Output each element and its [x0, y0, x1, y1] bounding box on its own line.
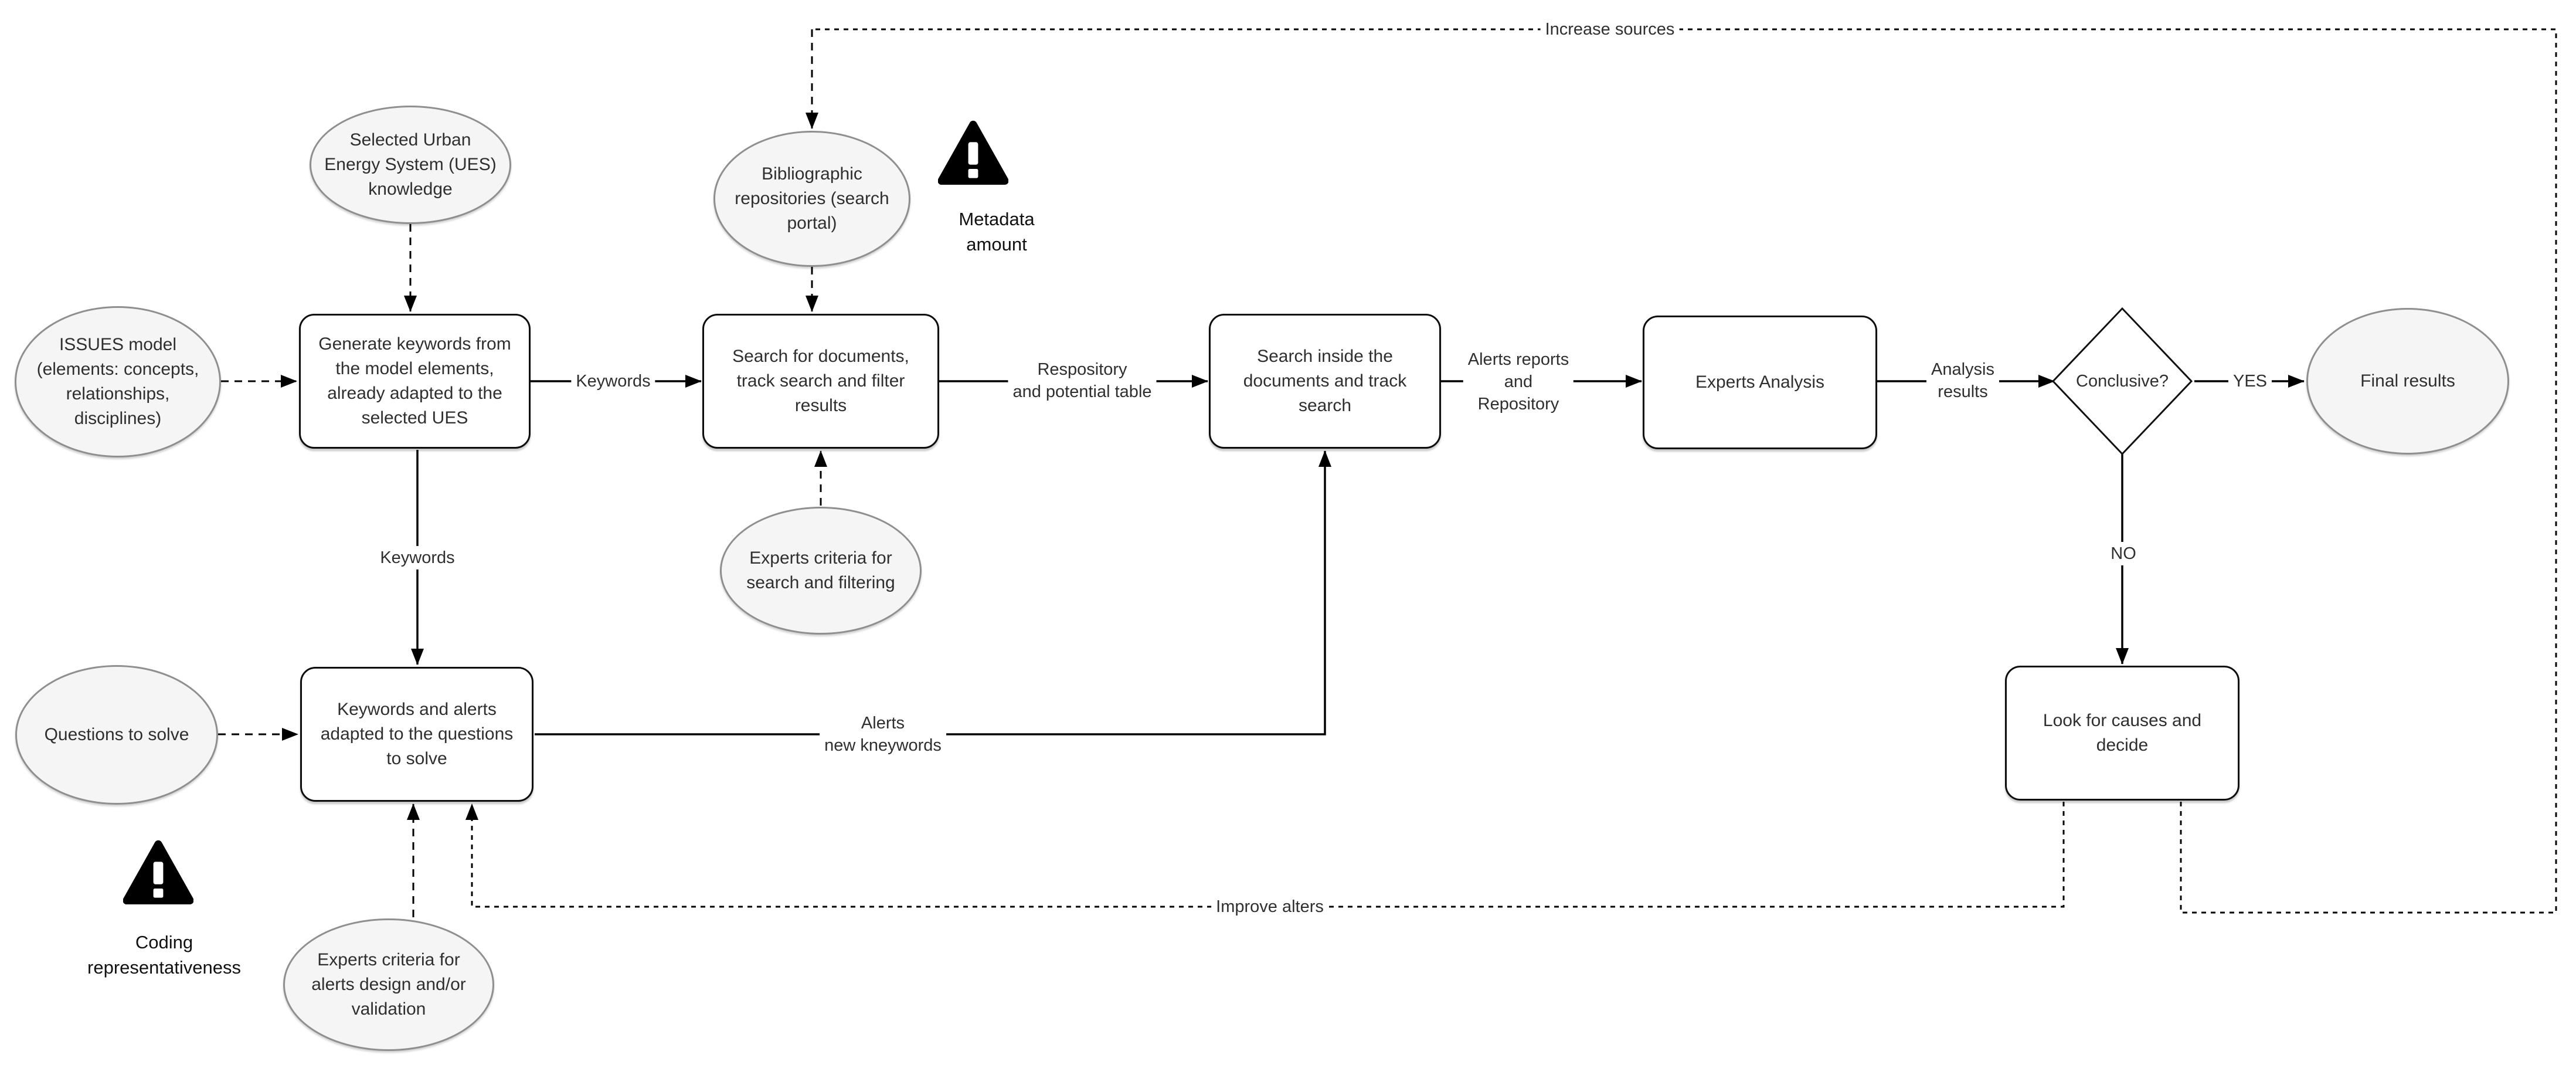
node-selected-ues-label: Selected Urban Energy System (UES) knowl… — [324, 130, 497, 199]
node-issues-model: ISSUES model (elements: concepts, relati… — [15, 306, 221, 457]
node-generate-keywords-label: Generate keywords from the model element… — [318, 334, 511, 428]
node-experts-criteria-search: Experts criteria for search and filterin… — [720, 507, 922, 635]
node-experts-analysis: Experts Analysis — [1643, 316, 1877, 449]
node-issues-model-label: ISSUES model (elements: concepts, relati… — [36, 335, 199, 428]
node-experts-analysis-label: Experts Analysis — [1695, 372, 1825, 392]
node-search-inside-label: Search inside the documents and track se… — [1243, 347, 1407, 415]
edge-keywords-alerts-to-search-inside — [535, 450, 1331, 735]
node-keywords-alerts: Keywords and alerts adapted to the quest… — [300, 667, 533, 802]
edge-label-keywords-horizontal: Keywords — [571, 369, 655, 393]
coding-warning-label: Coding representativeness — [87, 932, 241, 978]
node-search-inside: Search inside the documents and track se… — [1209, 314, 1441, 449]
edge-label-analysis-results: Analysis results — [1926, 358, 1999, 404]
edge-improve-alters-loop — [465, 802, 2065, 908]
edge-label-respository: Respository and potential table — [1008, 358, 1157, 404]
node-generate-keywords: Generate keywords from the model element… — [299, 314, 531, 449]
node-bibliographic: Bibliographic repositories (search porta… — [713, 131, 910, 267]
node-questions: Questions to solve — [15, 665, 218, 805]
metadata-warning-icon — [938, 120, 1008, 185]
edge-label-improve-alters: Improve alters — [1211, 895, 1328, 918]
edge-label-increase-sources: Increase sources — [1540, 18, 1680, 41]
coding-warning-icon — [123, 840, 193, 904]
edge-label-alerts-new-keywords: Alerts new kneywords — [820, 711, 946, 757]
node-selected-ues: Selected Urban Energy System (UES) knowl… — [310, 106, 511, 224]
node-look-for-causes-label: Look for causes and decide — [2043, 711, 2202, 755]
edge-label-alerts-reports: Alerts reports and Repository — [1463, 348, 1574, 416]
node-experts-criteria-search-label: Experts criteria for search and filterin… — [746, 548, 895, 592]
node-bibliographic-label: Bibliographic repositories (search porta… — [735, 164, 889, 233]
conclusive-diamond-shape — [2051, 307, 2193, 456]
edge-label-no: NO — [2106, 542, 2141, 565]
node-experts-criteria-alerts-label: Experts criteria for alerts design and/o… — [311, 950, 466, 1019]
node-conclusive-label: Conclusive? — [2076, 372, 2169, 391]
node-final-results-label: Final results — [2360, 371, 2455, 391]
node-keywords-alerts-label: Keywords and alerts adapted to the quest… — [320, 700, 514, 768]
edge-label-keywords-vertical: Keywords — [375, 546, 460, 569]
edge-increase-sources-loop — [812, 28, 2557, 914]
edge-label-yes: YES — [2228, 369, 2272, 393]
node-final-results: Final results — [2306, 308, 2509, 455]
node-search-documents-label: Search for documents, track search and f… — [732, 347, 909, 415]
node-search-documents: Search for documents, track search and f… — [702, 314, 939, 449]
node-questions-label: Questions to solve — [44, 725, 189, 744]
metadata-warning-label: Metadata amount — [959, 209, 1035, 255]
node-experts-criteria-alerts: Experts criteria for alerts design and/o… — [283, 918, 494, 1051]
node-look-for-causes: Look for causes and decide — [2005, 666, 2239, 801]
